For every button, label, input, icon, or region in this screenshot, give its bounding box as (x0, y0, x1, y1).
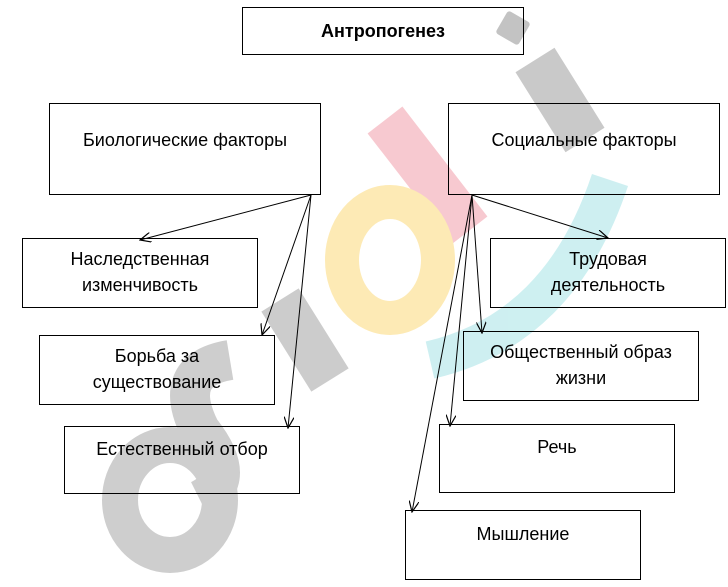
labor-line1: Трудовая (569, 249, 647, 269)
thinking-box: Мышление (405, 510, 641, 580)
arrow-soc-obraz (471, 194, 482, 333)
title-box: Антропогенез (242, 7, 524, 55)
labor-line2: деятельность (550, 275, 666, 295)
heredity-line1: Наследственная (70, 249, 210, 269)
arrow-soc-trud (471, 194, 608, 238)
arrow-bio-otbor (288, 194, 312, 428)
thinking-label: Мышление (476, 524, 570, 544)
arrow-soc-mysh (412, 194, 473, 512)
social-factors-box: Социальные факторы (448, 103, 720, 195)
title-text: Антропогенез (321, 21, 445, 41)
social-factors-label: Социальные факторы (491, 130, 677, 150)
speech-label: Речь (537, 437, 577, 457)
labor-activity-box: Трудовая деятельность (490, 238, 726, 308)
heredity-variability-box: Наследственная изменчивость (22, 238, 258, 308)
struggle-existence-box: Борьба за существование (39, 335, 275, 405)
arrow-soc-rech (450, 194, 473, 426)
speech-box: Речь (439, 424, 675, 493)
social-lifestyle-box: Общественный образ жизни (463, 331, 699, 401)
struggle-line2: существование (92, 372, 222, 392)
lifestyle-line1: Общественный образ (490, 342, 672, 362)
heredity-line2: изменчивость (81, 275, 199, 295)
arrow-bio-nasl (140, 194, 312, 240)
struggle-line1: Борьба за (114, 346, 200, 366)
lifestyle-line2: жизни (555, 368, 607, 388)
natural-selection-label: Естественный отбор (96, 439, 268, 459)
arrow-bio-borba (262, 194, 312, 335)
biological-factors-box: Биологические факторы (49, 103, 321, 195)
natural-selection-box: Естественный отбор (64, 426, 300, 494)
biological-factors-label: Биологические факторы (82, 130, 288, 150)
